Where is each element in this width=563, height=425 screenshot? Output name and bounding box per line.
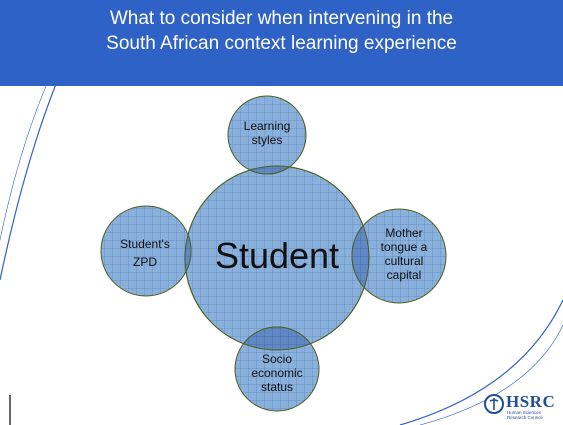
- hsrc-logo: HSRC Human Sciences Research Council: [484, 392, 560, 422]
- left-label: Student's ZPD: [104, 237, 186, 269]
- hsrc-logo-text: HSRC: [506, 392, 556, 411]
- hsrc-logo-subtitle: Human Sciences Research Council: [507, 410, 543, 420]
- slide-title: What to consider when intervening in the…: [0, 6, 563, 56]
- center-outline: [184, 165, 370, 351]
- bottom-label-line-2: economic: [251, 366, 303, 380]
- left-label-line-2: ZPD: [133, 255, 157, 269]
- right-label-line-3: cultural: [384, 254, 424, 268]
- hsrc-logo-sub-1: Human Sciences: [507, 410, 542, 415]
- right-label-line-1: Mother: [385, 226, 423, 240]
- top-overlap: [227, 166, 307, 175]
- hsrc-emblem-icon: [484, 394, 504, 414]
- right-label-line-4: capital: [386, 268, 422, 282]
- hsrc-logo-sub-2: Research Council: [507, 415, 543, 420]
- bottom-label-line-3: status: [260, 380, 293, 394]
- title-banner: [0, 0, 563, 86]
- bottom-swoosh-2: [419, 324, 563, 425]
- top-label: Learning styles: [227, 119, 307, 147]
- title-line-2: South African context learning experienc…: [106, 33, 457, 54]
- bottom-label: Socio economic status: [237, 352, 317, 394]
- bottom-swoosh: [399, 299, 563, 425]
- title-line-1: What to consider when intervening in the: [109, 8, 454, 29]
- left-swoosh-2: [0, 0, 91, 241]
- top-label-line-1: Learning: [243, 119, 291, 133]
- right-overlap: [351, 208, 369, 304]
- right-label: Mother tongue a cultural capital: [364, 226, 444, 282]
- top-label-line-2: styles: [251, 133, 283, 147]
- bottom-label-line-1: Socio: [261, 352, 293, 366]
- right-label-line-2: tongue a: [380, 240, 428, 254]
- left-swoosh: [0, 0, 99, 281]
- center-label: Student: [214, 235, 340, 276]
- left-label-line-1: Student's: [120, 237, 170, 251]
- left-overlap: [185, 205, 192, 297]
